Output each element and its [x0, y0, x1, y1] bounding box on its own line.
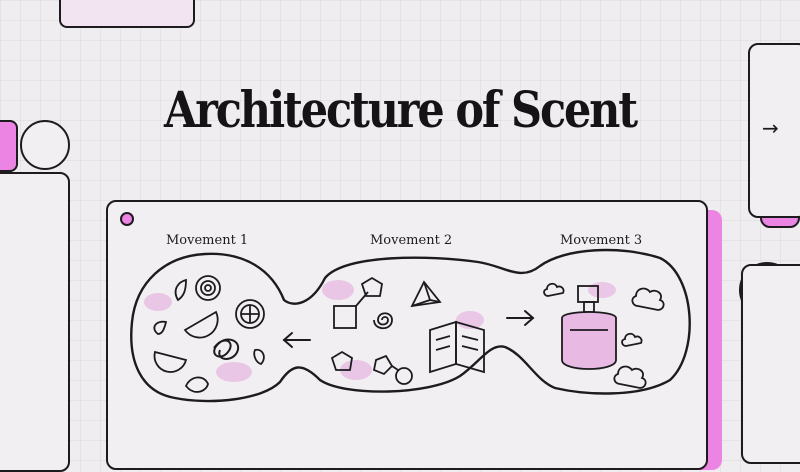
spiral-icon — [373, 312, 393, 330]
movement-blob-outline — [130, 248, 691, 403]
pentagon-icon — [330, 350, 353, 371]
pyramid-icon — [410, 280, 442, 308]
citrus-slice-icon — [235, 299, 265, 329]
open-book-icon — [429, 320, 485, 374]
compound-icon — [372, 354, 413, 385]
slide-title: Architecture of Scent — [163, 80, 638, 139]
scent-diagram — [120, 212, 691, 403]
right-lower-panel — [741, 264, 800, 464]
card-corner-dot — [120, 212, 134, 226]
scribble-icon — [213, 338, 239, 360]
left-side-panel — [0, 172, 70, 472]
left-accent-block — [0, 120, 18, 172]
movement-1-label: Movement 1 — [166, 233, 249, 248]
movement-2-label: Movement 2 — [370, 233, 453, 248]
movement-3-label: Movement 3 — [560, 233, 643, 248]
left-circle-decoration — [20, 120, 70, 170]
arrow-left-icon — [282, 332, 311, 348]
bud-icon — [184, 348, 265, 393]
cloud-icon — [543, 282, 665, 389]
right-nav-panel[interactable] — [748, 43, 800, 218]
top-tab-decoration — [59, 0, 195, 28]
perfume-bottle-icon — [561, 285, 617, 370]
molecule-icon — [333, 276, 383, 329]
orange-wedge-icon — [153, 310, 219, 373]
arrow-right-icon — [506, 310, 535, 326]
arrow-right-icon[interactable]: → — [762, 116, 779, 140]
flower-icon — [195, 275, 221, 301]
leaf-icon — [153, 278, 187, 335]
